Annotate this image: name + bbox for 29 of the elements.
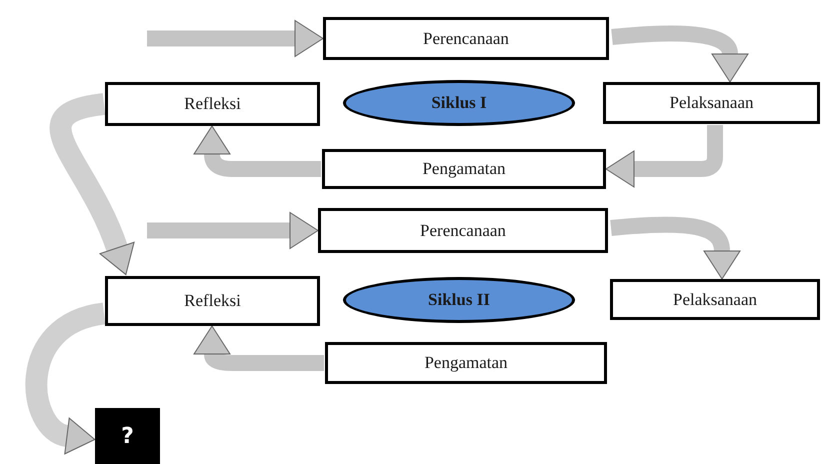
block-arrow (610, 216, 740, 280)
node-label: Pengamatan (424, 353, 508, 373)
process-box (610, 279, 820, 320)
block-arrow (606, 125, 723, 188)
node-label: Refleksi (184, 94, 241, 114)
node-label: Siklus I (431, 93, 487, 113)
block-arrow (194, 326, 324, 371)
process-box (325, 342, 607, 384)
node-label: Siklus II (428, 290, 490, 310)
block-arrow (26, 302, 106, 454)
question-box (95, 408, 160, 464)
process-box (318, 208, 608, 253)
block-arrow (50, 93, 134, 275)
process-box (323, 17, 609, 60)
block-arrow (147, 212, 318, 249)
process-box (105, 82, 320, 126)
process-box (105, 276, 320, 326)
node-label: Perencanaan (420, 220, 506, 240)
process-box (322, 149, 606, 189)
block-arrow (147, 20, 324, 57)
node-label: Pengamatan (422, 159, 506, 179)
block-arrow (611, 26, 748, 82)
node-label: Refleksi (184, 291, 241, 311)
node-label: Perencanaan (423, 28, 509, 48)
node-label: Pelaksanaan (672, 290, 758, 310)
process-box (603, 82, 820, 124)
block-arrow (194, 126, 321, 177)
node-label: ? (121, 424, 134, 448)
node-label: Pelaksanaan (669, 93, 754, 113)
